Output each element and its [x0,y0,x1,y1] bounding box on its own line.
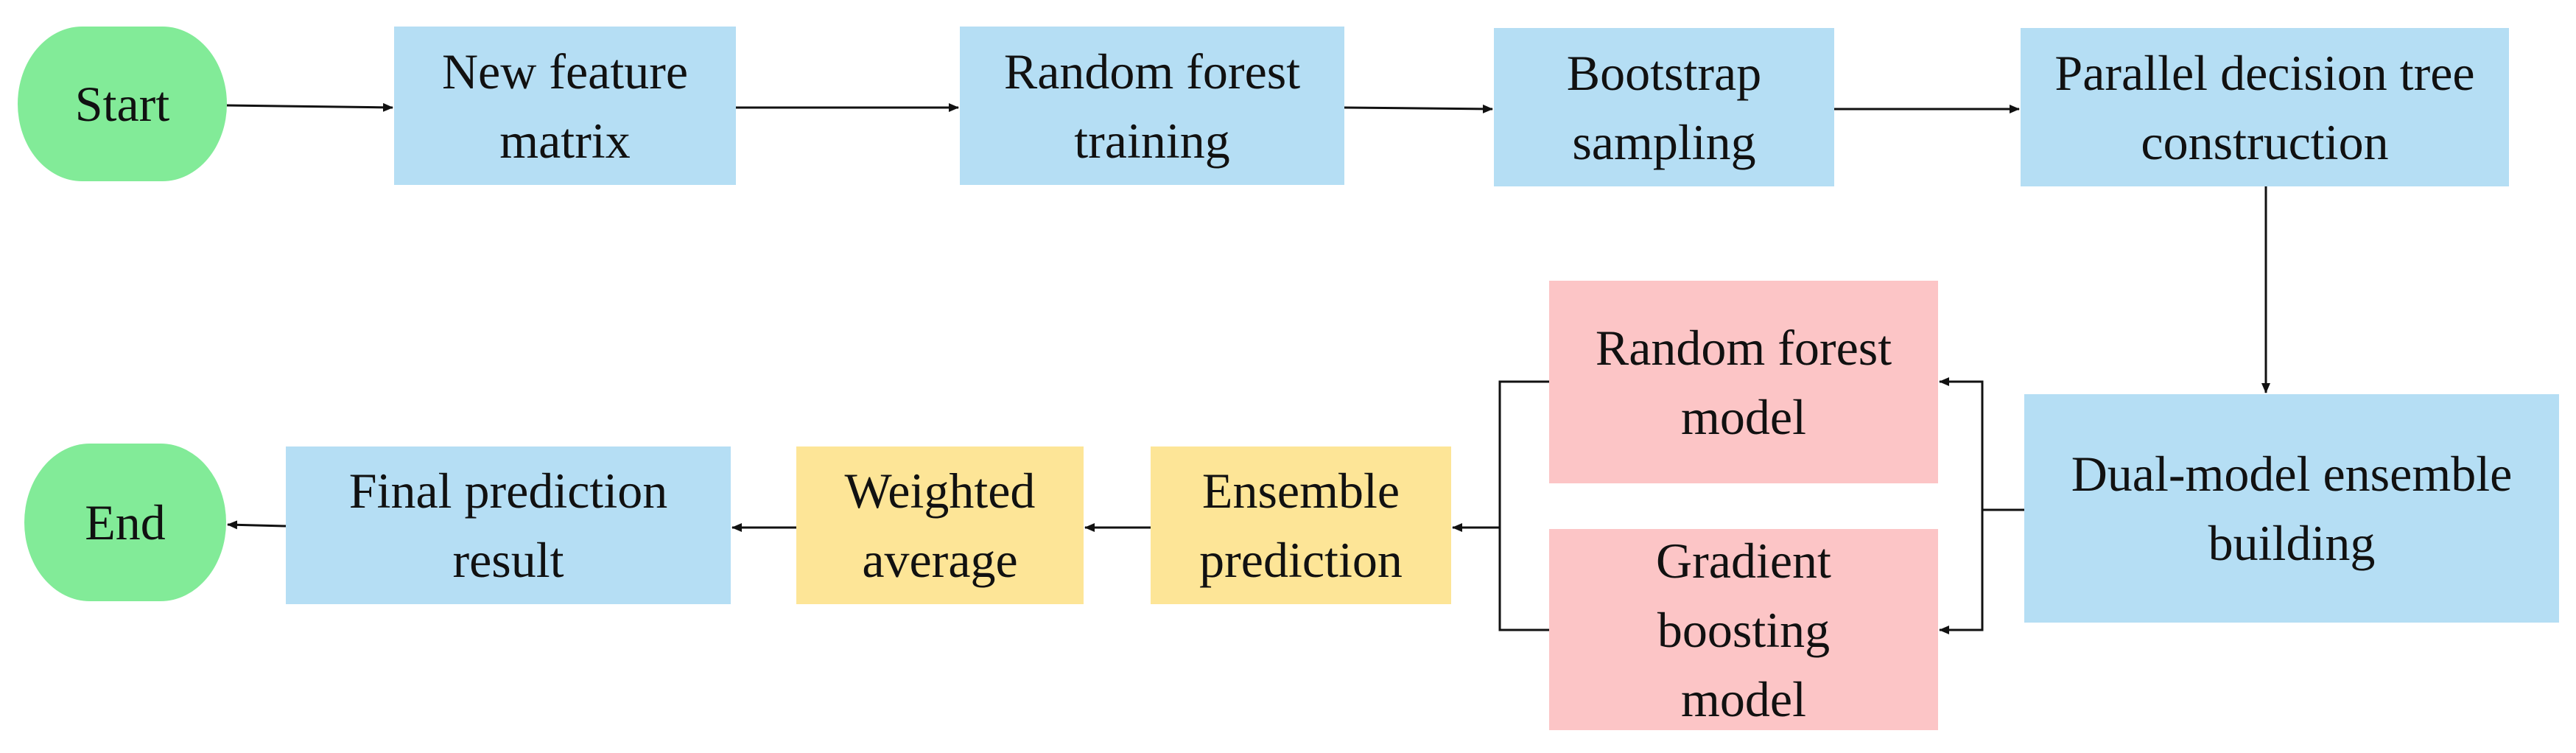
start-label: Start [74,76,170,132]
connector-gb-model-to-merge [1498,525,1549,631]
dual-model-label: Dual-model ensemble building [2071,446,2513,571]
rf-model-node: Random forest model [1549,281,1938,483]
new-feature-matrix-label: New feature matrix [441,43,689,169]
start-node: Start [18,27,227,181]
new-feature-matrix-node: New feature matrix [394,27,736,185]
bootstrap-node: Bootstrap sampling [1494,28,1834,186]
weighted-average-label: Weighted average [844,463,1036,588]
final-result-node: Final prediction result [286,446,731,604]
rf-training-node: Random forest training [960,27,1344,185]
arrow-final-result-to-end [227,520,287,530]
arrow-dual-model-to-gb-model [1939,510,1984,634]
connector-rf-model-to-merge [1498,380,1549,525]
parallel-tree-label: Parallel decision tree construction [2054,44,2475,170]
bootstrap-label: Bootstrap sampling [1566,44,1762,170]
gb-model-label: Gradient boosting model [1656,532,1831,727]
final-result-label: Final prediction result [348,463,668,588]
dual-model-node: Dual-model ensemble building [2024,394,2559,623]
end-node: End [24,444,226,601]
rf-model-label: Random forest model [1595,319,1892,445]
weighted-average-node: Weighted average [796,446,1084,604]
parallel-tree-node: Parallel decision tree construction [2021,28,2509,186]
arrow-rf-training-to-bootstrap [1344,104,1493,113]
ensemble-prediction-node: Ensemble prediction [1151,446,1451,604]
ensemble-prediction-label: Ensemble prediction [1199,463,1403,588]
arrow-dual-model-to-rf-model [1939,377,1984,510]
arrow-start-to-feature-matrix [226,102,393,112]
end-label: End [85,494,166,550]
gb-model-node: Gradient boosting model [1549,529,1938,730]
rf-training-label: Random forest training [1003,43,1301,169]
